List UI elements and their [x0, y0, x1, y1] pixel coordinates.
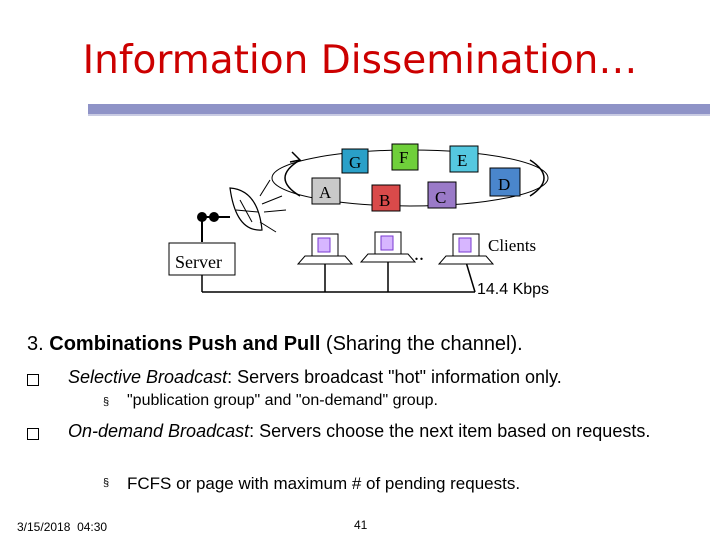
section-heading: 3. Combinations Push and Pull (Sharing t…	[27, 333, 523, 356]
item-c-label: C	[435, 188, 446, 207]
server-label: Server	[175, 252, 222, 272]
client-laptop-icon	[361, 232, 415, 262]
sub-bullet-marker: §	[103, 477, 109, 489]
bullet-box-icon	[27, 428, 39, 440]
bullet-on-demand-broadcast: On-demand Broadcast: Servers choose the …	[68, 420, 668, 442]
bullet-selective-broadcast: Selective Broadcast: Servers broadcast "…	[68, 366, 562, 388]
item-g-label: G	[349, 153, 361, 172]
client-laptop-icon	[298, 234, 352, 264]
footer-date-value: 3/15/2018	[17, 520, 70, 534]
footer-date: 3/15/2018 04:30	[17, 520, 107, 534]
heading-rest: (Sharing the channel).	[320, 333, 522, 355]
more-clients-ellipsis: ..	[414, 243, 424, 265]
antenna-icon	[197, 180, 286, 242]
broadcast-diagram: G F E A B C D Server	[0, 0, 720, 310]
page-number: 41	[354, 518, 367, 532]
bandwidth-label: 14.4 Kbps	[477, 281, 549, 298]
bullet-text: : Servers broadcast "hot" information on…	[227, 367, 562, 387]
heading-number: 3.	[27, 333, 44, 355]
item-f-label: F	[399, 148, 408, 167]
sub-bullet-groups: "publication group" and "on-demand" grou…	[127, 392, 438, 410]
clients-label: Clients	[488, 236, 536, 255]
bullet-term: On-demand Broadcast	[68, 421, 249, 441]
bullet-term: Selective Broadcast	[68, 367, 227, 387]
client-laptop-icon	[439, 234, 493, 264]
bullet-box-icon	[27, 374, 39, 386]
sub-bullet-marker: §	[103, 396, 109, 408]
sub-bullet-fcfs: FCFS or page with maximum # of pending r…	[127, 474, 520, 494]
bullet-text: : Servers choose the next item based on …	[249, 421, 650, 441]
item-d-label: D	[498, 175, 510, 194]
item-a-label: A	[319, 183, 332, 202]
item-b-label: B	[379, 191, 390, 210]
heading-bold: Combinations Push and Pull	[49, 333, 320, 355]
footer-time-value: 04:30	[77, 520, 107, 534]
item-e-label: E	[457, 151, 467, 170]
